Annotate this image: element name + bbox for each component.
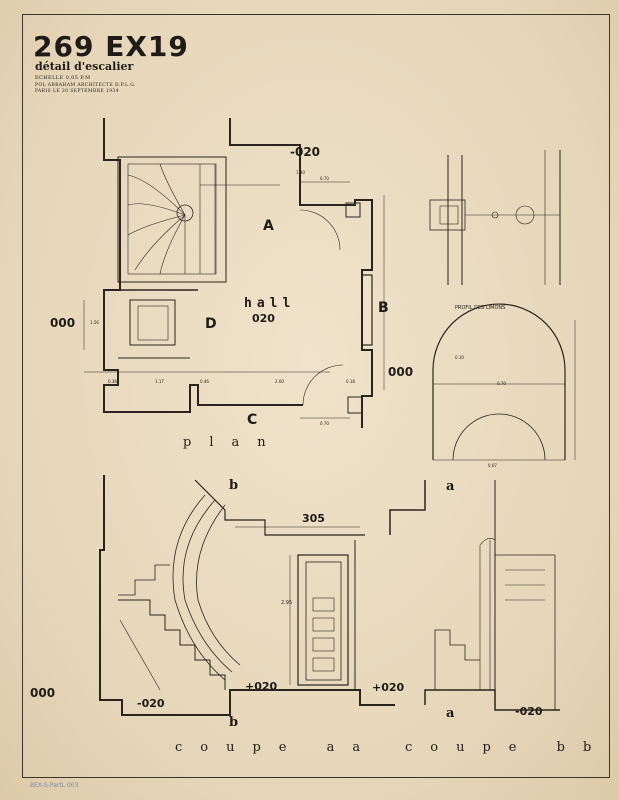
date-note: PARIS LE 20 SEPTEMBRE 1934 [35,89,119,94]
hall-label: hall [244,296,296,311]
plan-dim: 0.70 [320,176,329,181]
scale-note: ECHELLE 0,05 P.M [35,75,91,81]
coupe-bb-caption: coupe bb [405,740,610,755]
plan-caption: plan [183,435,284,450]
coupe-aa-letter-b-bottom: b [229,715,239,730]
coupe-aa-dim-side: 2.95 [281,600,293,606]
coupe-aa-level: +020 [372,681,405,694]
archive-stamp: BEX-S-PartL 003 [30,782,79,789]
coupe-aa-level: -020 [137,697,165,710]
plan-drawing [83,118,385,428]
coupe-aa-caption: coupe aa [175,740,379,755]
plan-letter-a: A [263,218,274,234]
profil-label: PROFIL DES LIMONS [455,305,506,311]
plan-dim: 1.56 [90,320,99,325]
coupe-bb-drawing [389,480,560,711]
coupe-aa-level: 000 [30,686,56,700]
drawing-title: 269 EX19 [33,30,189,63]
profil-limons-drawing [432,303,576,461]
detail-drawing [429,150,561,285]
plan-letter-d: D [205,316,217,332]
coupe-aa-dim-top: 305 [302,512,325,525]
plan-level-top: -020 [290,145,321,159]
coupe-aa-drawing [99,475,395,716]
coupe-bb-letter-a-bottom: a [446,706,455,721]
plan-dim: 2.60 [275,379,284,384]
coupe-bb-letter-a-top: a [446,479,455,494]
plan-dim: 1.17 [155,379,164,384]
plan-dim: 0.46 [200,379,209,384]
plan-letter-c: C [247,412,258,428]
plan-dim: 0.70 [320,421,329,426]
coupe-bb-level: -020 [515,705,543,718]
profil-dim: 0.10 [455,355,464,360]
coupe-aa-letter-b-top: b [229,478,239,493]
drawing-subtitle: détail d'escalier [35,60,134,73]
plan-dim: 0.18 [346,379,355,384]
profil-dim: 0.70 [497,381,506,386]
plan-dim: 0.36 [108,379,117,384]
plan-level-right: 000 [388,365,414,379]
hall-level: 020 [252,312,275,325]
plan-dim: 1.30 [296,170,305,175]
plan-level-left: 000 [50,316,76,330]
plan-letter-b: B [378,300,389,316]
architect-note: POL ABRAHAM ARCHITECTE D.P.L.G. [35,83,136,88]
drawing-frame [22,14,610,778]
profil-dim: 0.07 [488,463,497,468]
coupe-aa-level: +020 [245,680,278,693]
